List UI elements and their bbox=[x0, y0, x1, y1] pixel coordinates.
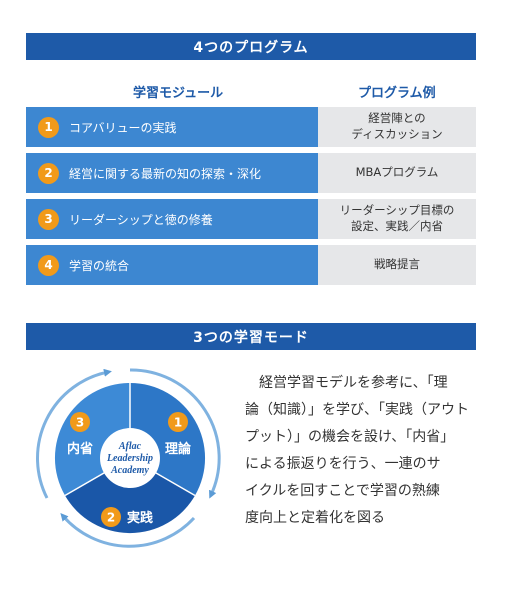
description-line: による振返りを行う、一連のサ bbox=[245, 456, 441, 472]
learning-cycle-diagram: Aflac Leadership Academy 1 理論 3 内省 2 実践 bbox=[36, 368, 221, 548]
module-label: 学習の統合 bbox=[69, 258, 130, 273]
number-badge bbox=[101, 507, 121, 527]
example-cell: 戦略提言 bbox=[318, 245, 476, 285]
module-cell: 1 コアバリューの実践 bbox=[26, 107, 318, 147]
center-circle bbox=[100, 428, 160, 488]
center-label: Leadership bbox=[106, 453, 153, 464]
program-row: 3 リーダーシップと徳の修養 リーダーシップ目標の 設定、実践／内省 bbox=[26, 199, 476, 239]
program-row: 2 経営に関する最新の知の探索・深化 MBAプログラム bbox=[26, 153, 476, 193]
center-label: Aflac bbox=[118, 441, 142, 452]
number-badge: 4 bbox=[38, 254, 59, 276]
example-cell: 経営陣との ディスカッション bbox=[318, 107, 476, 147]
description-line: 経営学習モデルを参考に、「理 bbox=[245, 375, 448, 391]
programs-header: 4つのプログラム bbox=[26, 33, 476, 60]
number-badge bbox=[70, 412, 90, 432]
segment-number: 2 bbox=[107, 511, 115, 525]
cycle-arrow bbox=[60, 512, 196, 548]
center-label: Academy bbox=[110, 465, 149, 476]
description-line: イクルを回すことで学習の熟練 bbox=[245, 483, 440, 499]
number-badge bbox=[168, 412, 188, 432]
module-cell: 3 リーダーシップと徳の修養 bbox=[26, 199, 318, 239]
segment-label: 理論 bbox=[165, 441, 192, 457]
description-line: 論（知識）」を学び、「実践（アウト bbox=[245, 402, 469, 418]
program-row: 4 学習の統合 戦略提言 bbox=[26, 245, 476, 285]
description-line: 度向上と定着化を図る bbox=[245, 510, 385, 526]
segment-number: 1 bbox=[174, 416, 182, 430]
modes-header: 3つの学習モード bbox=[26, 323, 476, 350]
description-line: プット）」の機会を設け、「内省」 bbox=[245, 429, 455, 445]
modes-description: 経営学習モデルを参考に、「理 論（知識）」を学び、「実践（アウト プット）」の機… bbox=[245, 370, 481, 532]
module-cell: 2 経営に関する最新の知の探索・深化 bbox=[26, 153, 318, 193]
cycle-arrow bbox=[36, 368, 112, 499]
segment-number: 3 bbox=[76, 416, 84, 430]
example-cell: MBAプログラム bbox=[318, 153, 476, 193]
cycle-arrow bbox=[129, 368, 221, 499]
number-badge: 2 bbox=[38, 162, 59, 184]
segment-label: 内省 bbox=[67, 441, 93, 457]
column-header-module: 学習モジュール bbox=[133, 86, 224, 101]
module-label: 経営に関する最新の知の探索・深化 bbox=[69, 166, 262, 181]
module-label: リーダーシップと徳の修養 bbox=[69, 212, 213, 227]
example-cell: リーダーシップ目標の 設定、実践／内省 bbox=[318, 199, 476, 239]
program-row: 1 コアバリューの実践 経営陣との ディスカッション bbox=[26, 107, 476, 147]
column-header-example: プログラム例 bbox=[358, 86, 436, 101]
module-label: コアバリューの実践 bbox=[69, 120, 177, 135]
module-cell: 4 学習の統合 bbox=[26, 245, 318, 285]
segment-label: 実践 bbox=[127, 510, 153, 526]
number-badge: 1 bbox=[38, 116, 59, 138]
number-badge: 3 bbox=[38, 208, 59, 230]
